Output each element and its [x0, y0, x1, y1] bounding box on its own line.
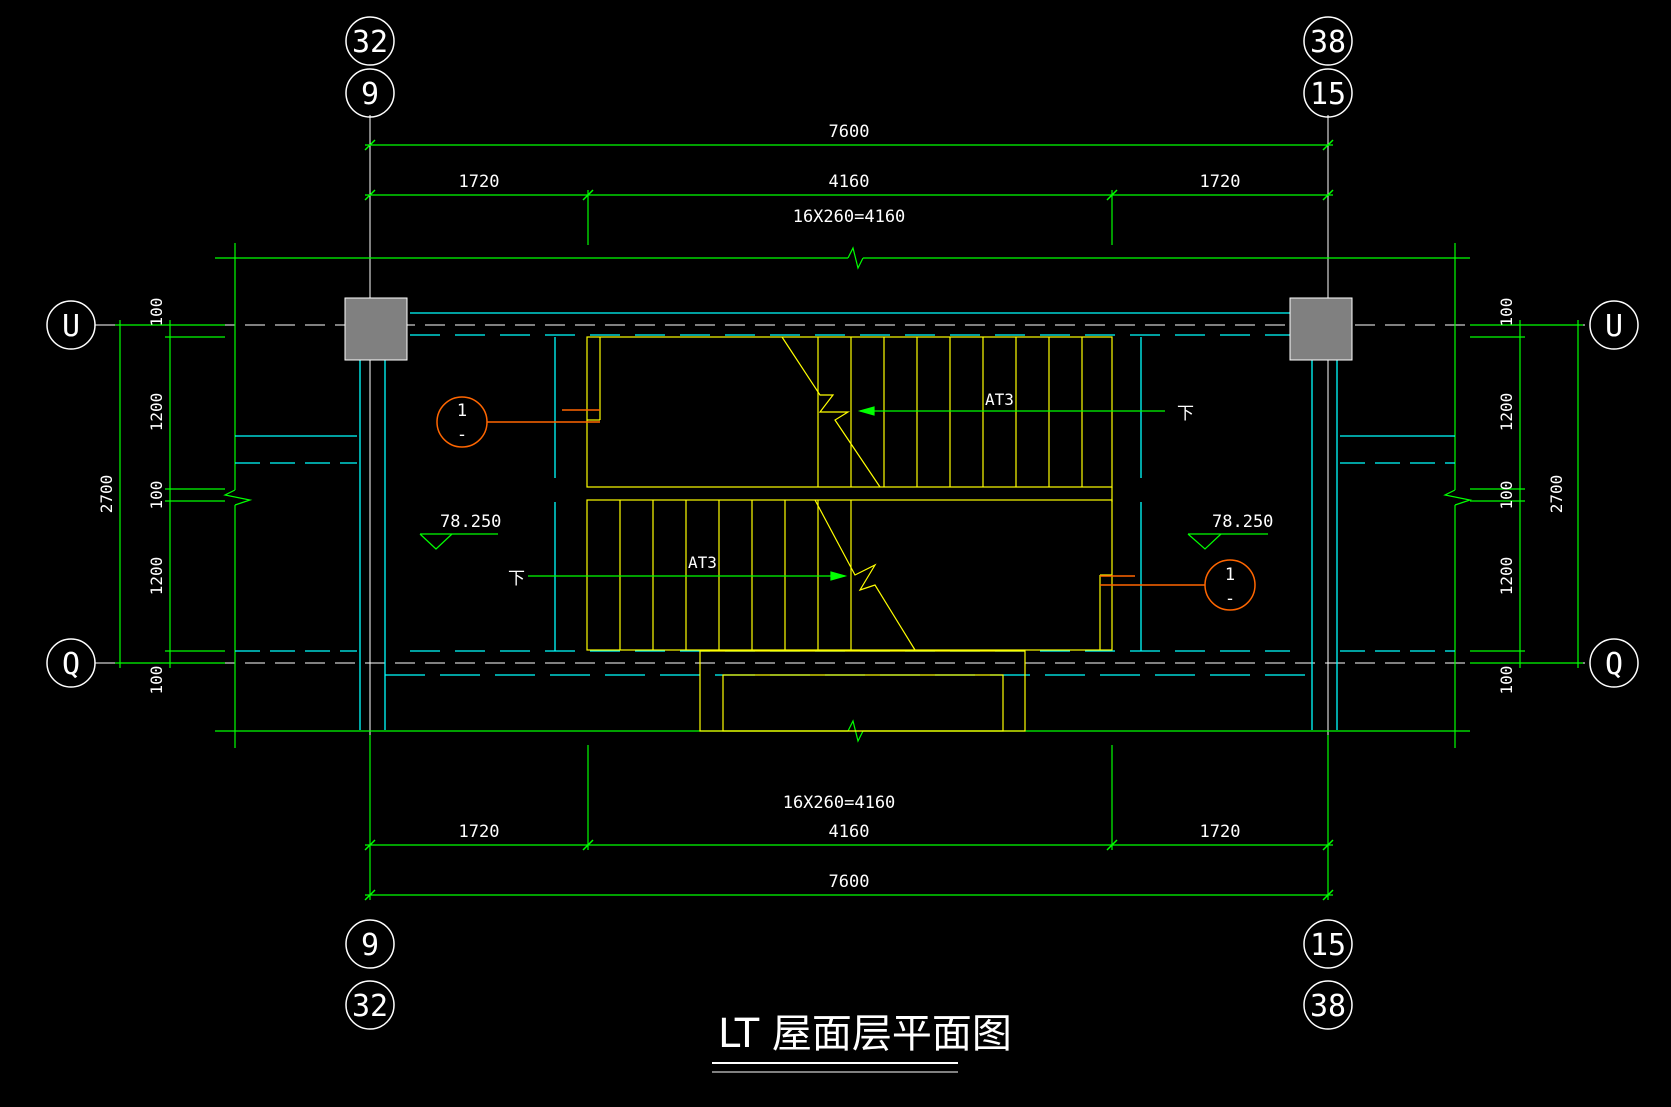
section-left-sub: -: [457, 425, 467, 445]
axis-bubble-right-Q: [1589, 638, 1639, 688]
axis-bubble-bottom-38: [1303, 980, 1353, 1030]
walls: [235, 312, 1455, 730]
dim-right-1200b: 1200: [1497, 557, 1516, 596]
dim-right-total: 2700: [1547, 475, 1566, 514]
axis-label-top-38: 38: [1310, 25, 1346, 60]
axis-label-top-32: 32: [352, 25, 388, 60]
dim-bottom-step-formula: 16X260=4160: [783, 793, 896, 813]
dim-top-right-seg: 1720: [1200, 172, 1241, 192]
dim-right-100c: 100: [1497, 666, 1516, 695]
axis-label-right-U: U: [1605, 309, 1623, 344]
section-marker-left: [436, 396, 600, 448]
axis-label-bottom-38: 38: [1310, 989, 1346, 1024]
elevation-left: [419, 533, 498, 550]
axis-label-bottom-32: 32: [352, 989, 388, 1024]
down-label-top: 下: [1177, 404, 1194, 424]
axis-bubble-left-U: [46, 300, 96, 350]
dim-right-100a: 100: [1497, 298, 1516, 327]
dimension-ticks: [364, 139, 1334, 901]
stair-top-flight: [586, 336, 1113, 502]
stair-labels: AT3 AT3 下 下: [508, 390, 1194, 589]
dim-top-mid-seg: 4160: [829, 172, 870, 192]
axis-bubble-top-38: [1303, 16, 1353, 66]
column-right: [1289, 297, 1353, 361]
axis-bubble-top-32: [345, 16, 395, 66]
dim-bottom-right-seg: 1720: [1200, 822, 1241, 842]
walking-lines: [528, 406, 1165, 581]
axis-bubble-top-9: [345, 68, 395, 118]
dim-bottom-left-seg: 1720: [459, 822, 500, 842]
axis-label-top-15: 15: [1310, 77, 1346, 112]
stair-bottom-flight: [586, 499, 1113, 732]
grid-lines: [95, 115, 1585, 890]
dim-left-1200b: 1200: [147, 557, 166, 596]
elevation-right: [1187, 533, 1268, 550]
column-left: [344, 297, 408, 361]
dim-left-100b: 100: [147, 481, 166, 510]
stair-top-steps: [817, 337, 1083, 487]
dim-left-1200a: 1200: [147, 393, 166, 432]
axis-label-left-U: U: [62, 309, 80, 344]
dim-top-step-formula: 16X260=4160: [793, 207, 906, 227]
dim-bottom-mid-seg: 4160: [829, 822, 870, 842]
section-right-sub: -: [1225, 589, 1235, 609]
section-left-number: 1: [457, 401, 467, 421]
axis-label-bottom-9: 9: [361, 928, 379, 963]
dim-right-100b: 100: [1497, 481, 1516, 510]
dim-left-total: 2700: [97, 475, 116, 514]
dim-top-left-seg: 1720: [459, 172, 500, 192]
axis-bubble-bottom-9: [345, 919, 395, 969]
dim-bottom-total: 7600: [829, 872, 870, 892]
dimension-texts: 7600 1720 4160 1720 16X260=4160 16X260=4…: [97, 122, 1566, 892]
elevation-right-value: 78.250: [1212, 512, 1273, 532]
axis-labels: 32 9 38 15 9 32 15 38 U Q U Q: [62, 25, 1623, 1024]
dim-left-100c: 100: [147, 666, 166, 695]
axis-bubble-left-Q: [46, 638, 96, 688]
axis-label-right-Q: Q: [1605, 647, 1623, 682]
axis-label-left-Q: Q: [62, 647, 80, 682]
axis-bubble-top-15: [1303, 68, 1353, 118]
dimension-lines: [115, 144, 1583, 900]
axis-bubble-right-U: [1589, 300, 1639, 350]
axis-bubble-bottom-32: [345, 980, 395, 1030]
stair-bottom-steps: [619, 500, 852, 650]
axis-bubble-bottom-15: [1303, 919, 1353, 969]
dim-top-total: 7600: [829, 122, 870, 142]
axis-bubbles: [46, 16, 1639, 1030]
down-label-bottom: 下: [508, 569, 525, 589]
dim-right-1200a: 1200: [1497, 393, 1516, 432]
flight-label-bottom: AT3: [688, 553, 717, 572]
section-right-number: 1: [1225, 565, 1235, 585]
axis-label-bottom-15: 15: [1310, 928, 1346, 963]
drawing-title: LT 屋面层平面图: [718, 1011, 1012, 1057]
elevation-left-value: 78.250: [440, 512, 501, 532]
dim-left-100a: 100: [147, 298, 166, 327]
axis-label-top-9: 9: [361, 77, 379, 112]
flight-label-top: AT3: [985, 390, 1014, 409]
section-marker-right: [1100, 559, 1256, 611]
